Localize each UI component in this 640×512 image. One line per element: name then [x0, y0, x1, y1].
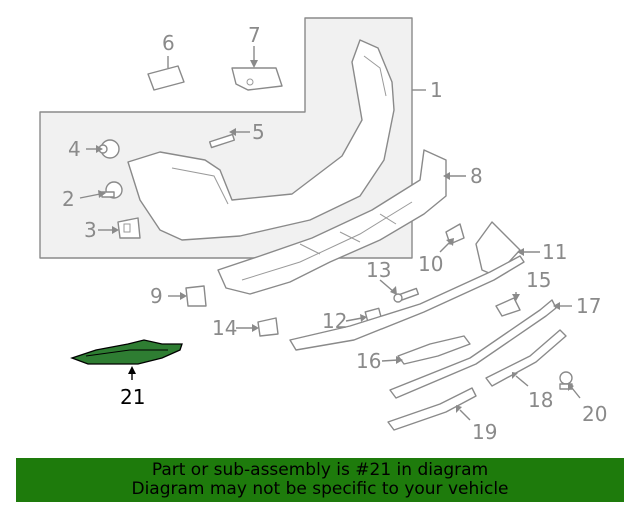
lower-valance[interactable] [289, 255, 525, 351]
info-banner: Part or sub-assembly is #21 in diagram D… [16, 458, 624, 502]
banner-line-1: Part or sub-assembly is #21 in diagram [151, 460, 489, 480]
callout-7: 7 [248, 23, 261, 47]
callout-10: 10 [418, 252, 443, 276]
part-16[interactable] [397, 335, 471, 365]
callout-6: 6 [162, 31, 175, 55]
callout-20: 20 [582, 402, 607, 426]
callout-18: 18 [528, 388, 553, 412]
part-8-reinforcement[interactable] [217, 149, 447, 295]
part-14[interactable] [257, 317, 279, 337]
part-21-highlighted[interactable] [70, 339, 183, 365]
part-1-bumper-cover[interactable] [127, 39, 395, 241]
part-6[interactable] [147, 65, 185, 91]
callout-2: 2 [62, 187, 75, 211]
part-3[interactable] [117, 217, 141, 239]
callout-3: 3 [84, 218, 97, 242]
part-7[interactable] [231, 67, 283, 91]
part-9[interactable] [185, 285, 207, 307]
callout-8: 8 [470, 164, 483, 188]
part-18[interactable] [485, 329, 567, 387]
callout-19: 19 [472, 420, 497, 444]
leader-lines [79, 46, 581, 421]
callout-14: 14 [212, 316, 237, 340]
callout-11: 11 [542, 240, 567, 264]
callout-16: 16 [356, 349, 381, 373]
callout-15: 15 [526, 268, 551, 292]
callout-17: 17 [576, 294, 601, 318]
part-2[interactable] [101, 181, 123, 199]
callout-5: 5 [252, 120, 265, 144]
callout-9: 9 [150, 284, 163, 308]
part-15[interactable] [495, 297, 521, 317]
part-4[interactable] [98, 139, 120, 159]
part-19[interactable] [387, 387, 477, 431]
part-5[interactable] [208, 133, 236, 149]
part-20[interactable] [559, 371, 573, 390]
callout-12: 12 [322, 309, 347, 333]
part-13[interactable] [393, 287, 420, 303]
callout-13: 13 [366, 258, 391, 282]
banner-line-2: Diagram may not be specific to your vehi… [131, 479, 509, 499]
callout-1: 1 [430, 78, 443, 102]
callout-21: 21 [120, 385, 145, 409]
part-17[interactable] [389, 299, 557, 399]
callout-4: 4 [68, 137, 81, 161]
